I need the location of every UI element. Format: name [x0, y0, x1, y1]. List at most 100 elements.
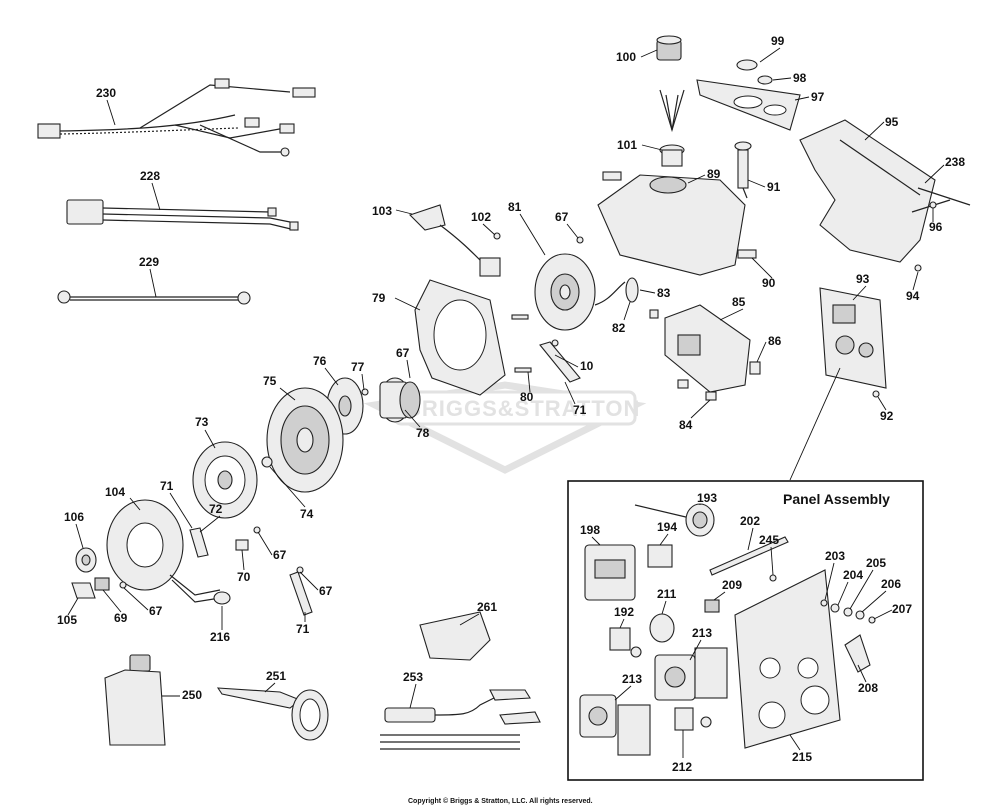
starter-cup-78 — [379, 377, 421, 423]
dc-cable-253 — [380, 689, 541, 750]
callout-85: 85 — [732, 295, 746, 309]
inverter-module-85 — [649, 304, 761, 401]
callout-76: 76 — [313, 354, 327, 368]
panel-assembly-title: Panel Assembly — [783, 491, 890, 507]
callout-209: 209 — [722, 578, 742, 592]
callout-84: 84 — [679, 418, 693, 432]
callout-73: 73 — [195, 415, 209, 429]
callout-102: 102 — [471, 210, 491, 224]
parts-bag-261 — [419, 611, 491, 661]
callout-193: 193 — [697, 491, 717, 505]
callout-212: 212 — [672, 760, 692, 774]
callout-205: 205 — [866, 556, 886, 570]
callout-208: 208 — [858, 681, 878, 695]
callout-82: 82 — [612, 321, 626, 335]
callout-75: 75 — [263, 374, 277, 388]
callout-67c: 67 — [273, 548, 287, 562]
callout-238: 238 — [945, 155, 965, 169]
callout-89: 89 — [707, 167, 721, 181]
callout-228: 228 — [140, 169, 160, 183]
callout-labels: 230 228 229 100 99 98 97 95 238 101 89 9… — [57, 34, 965, 774]
watermark-text: BRIGGS&STRATTON — [405, 396, 640, 421]
callout-229: 229 — [139, 255, 159, 269]
flywheel-75 — [266, 387, 344, 493]
oil-bottle-250 — [104, 654, 166, 746]
cable-229 — [57, 290, 251, 305]
callout-204: 204 — [843, 568, 863, 582]
callout-72: 72 — [209, 502, 223, 516]
callout-215: 215 — [792, 750, 812, 764]
callout-245: 245 — [759, 533, 779, 547]
callout-105: 105 — [57, 613, 77, 627]
callout-207: 207 — [892, 602, 912, 616]
callout-97: 97 — [811, 90, 825, 104]
callout-251: 251 — [266, 669, 286, 683]
stator-104 — [106, 499, 231, 605]
fuel-tank-89 — [597, 144, 757, 276]
callout-71a: 71 — [573, 403, 587, 417]
callout-230: 230 — [96, 86, 116, 100]
callout-103: 103 — [372, 204, 392, 218]
callout-213b: 213 — [622, 672, 642, 686]
callout-67e: 67 — [149, 604, 163, 618]
callout-194: 194 — [657, 520, 677, 534]
callout-99: 99 — [771, 34, 785, 48]
blower-housing-79 — [414, 279, 506, 396]
callout-93: 93 — [856, 272, 870, 286]
panel-leader-line — [789, 367, 841, 481]
callout-104: 104 — [105, 485, 125, 499]
callout-106: 106 — [64, 510, 84, 524]
oil-funnel-251 — [216, 687, 329, 741]
side-housing-95 — [799, 119, 971, 263]
callout-83: 83 — [657, 286, 671, 300]
callout-250: 250 — [182, 688, 202, 702]
callout-206: 206 — [881, 577, 901, 591]
panel-parts — [579, 503, 876, 756]
callout-67b: 67 — [396, 346, 410, 360]
callout-101: 101 — [617, 138, 637, 152]
leader-lines — [67, 47, 945, 758]
control-panel-93 — [819, 287, 887, 398]
callout-67d: 67 — [319, 584, 333, 598]
callout-192: 192 — [614, 605, 634, 619]
callout-211: 211 — [657, 587, 677, 601]
callout-67a: 67 — [555, 210, 569, 224]
callout-10: 10 — [580, 359, 594, 373]
copyright-text: Copyright © Briggs & Stratton, LLC. All … — [408, 797, 593, 805]
callout-98: 98 — [793, 71, 807, 85]
callout-71c: 71 — [296, 622, 310, 636]
callout-92: 92 — [880, 409, 894, 423]
callout-203: 203 — [825, 549, 845, 563]
callout-79: 79 — [372, 291, 386, 305]
panel-assembly-box — [567, 480, 924, 781]
callout-81: 81 — [508, 200, 522, 214]
watermark-logo: BRIGGS&STRATTON — [363, 381, 647, 474]
callout-70: 70 — [237, 570, 251, 584]
callout-96: 96 — [929, 220, 943, 234]
callout-95: 95 — [885, 115, 899, 129]
callout-216: 216 — [210, 630, 230, 644]
callout-100: 100 — [616, 50, 636, 64]
recoil-handle-103 — [408, 204, 501, 277]
rotor-73 — [192, 441, 273, 519]
callout-198: 198 — [580, 523, 600, 537]
callout-80: 80 — [520, 390, 534, 404]
callout-261: 261 — [477, 600, 497, 614]
callout-71b: 71 — [160, 479, 174, 493]
callout-213a: 213 — [692, 626, 712, 640]
callout-77: 77 — [351, 360, 365, 374]
callout-90: 90 — [762, 276, 776, 290]
callout-94: 94 — [906, 289, 920, 303]
callout-202: 202 — [740, 514, 760, 528]
fuel-cap-100 — [656, 35, 685, 133]
recoil-starter-81 — [534, 253, 639, 331]
wire-harness-230 — [37, 78, 316, 157]
callout-91: 91 — [767, 180, 781, 194]
top-cover-97 — [696, 59, 801, 131]
callout-69: 69 — [114, 611, 128, 625]
callout-78: 78 — [416, 426, 430, 440]
fuel-valve-91 — [734, 141, 752, 199]
callout-74: 74 — [300, 507, 314, 521]
wire-harness-228 — [66, 199, 299, 231]
